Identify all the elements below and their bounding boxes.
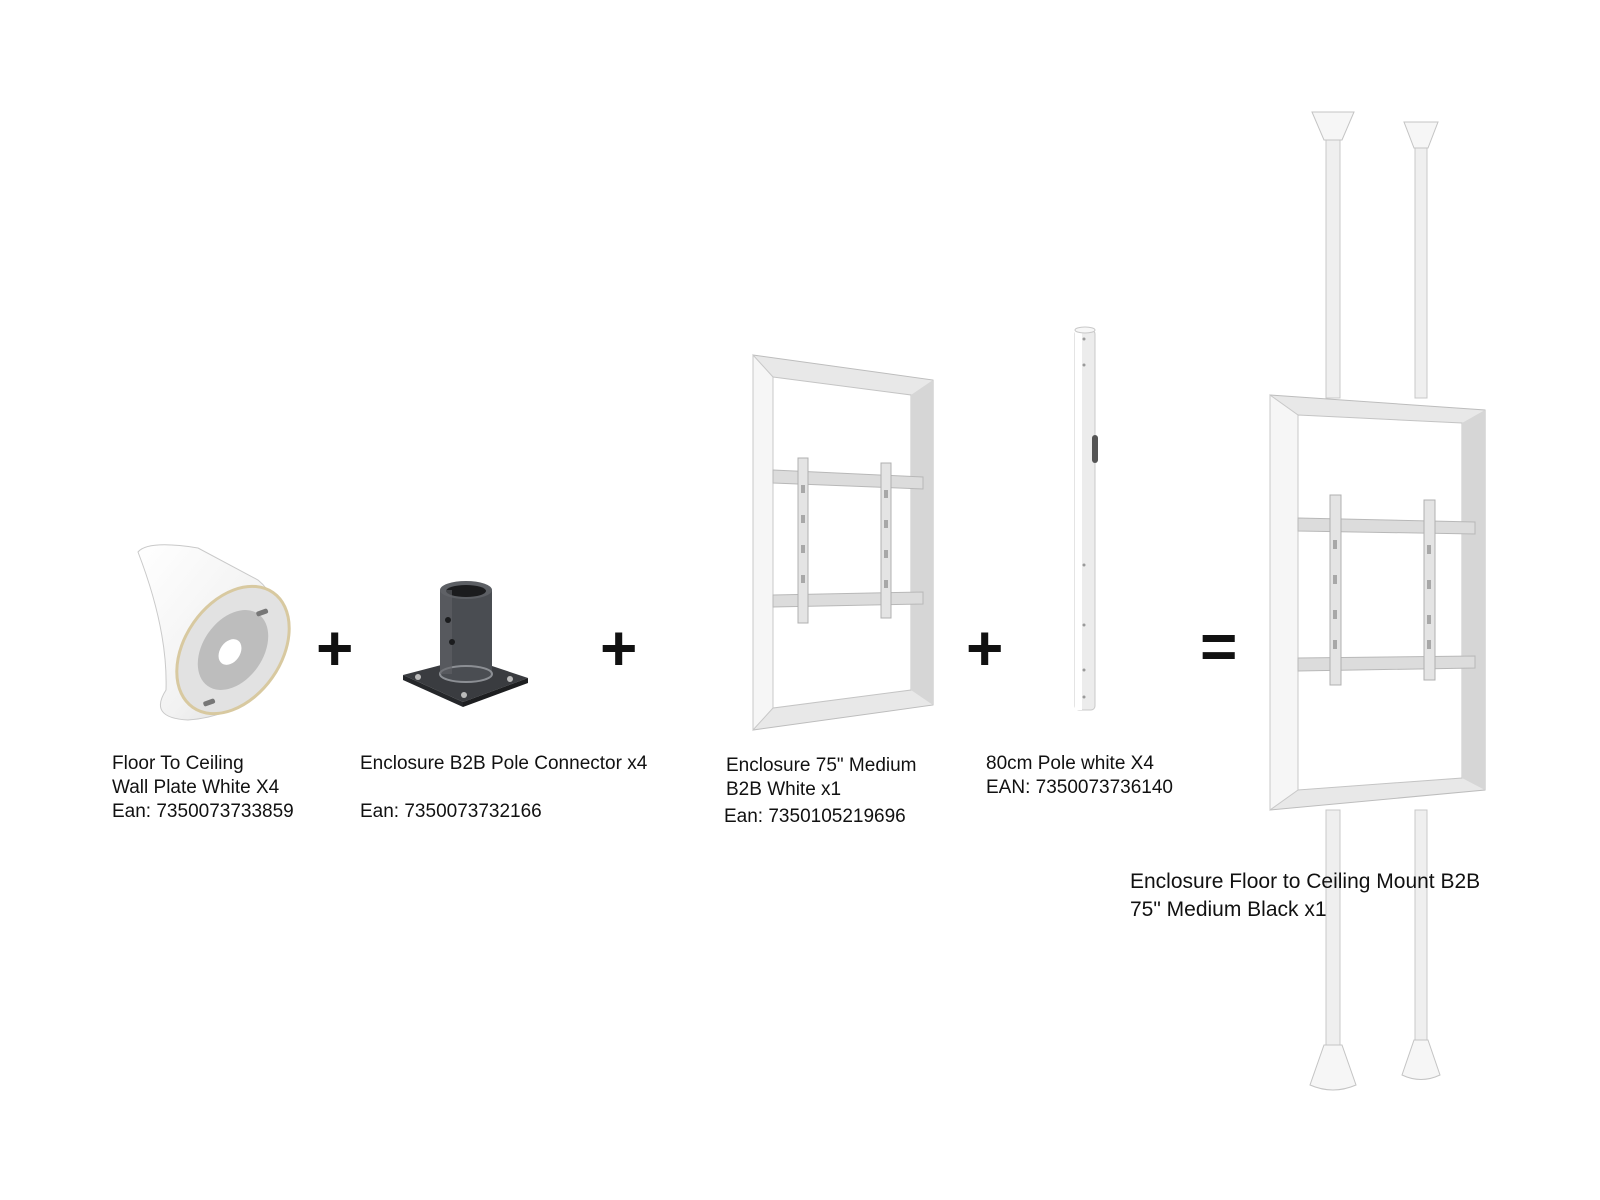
item-name-line1: Enclosure B2B Pole Connector x4 [360,753,648,774]
item-label-pole: 80cm Pole white X4 EAN: 7350073736140 [986,752,1173,800]
item-label-pole-connector: Enclosure B2B Pole Connector x4 Ean: 735… [360,752,647,824]
item-name-line1: Enclosure 75" Medium [726,755,917,776]
item-ean: Ean: 7350105219696 [724,806,906,827]
item-label-wall-plate: Floor To Ceiling Wall Plate White X4 Ean… [112,752,294,824]
item-label-enclosure: Enclosure 75" Medium B2B White x1 Ean: 7… [724,754,917,829]
item-name-line1: Floor To Ceiling [112,753,244,774]
item-name-line2: B2B White x1 [726,779,842,800]
result-name-line1: Enclosure Floor to Ceiling Mount B2B [1130,870,1481,893]
item-ean: EAN: 7350073736140 [986,777,1173,798]
item-name-line2: Wall Plate White X4 [112,777,280,798]
item-ean: Ean: 7350073733859 [112,801,294,822]
pole-image [1074,326,1098,711]
equals-operator: = [1200,610,1238,682]
pole-connector-image [403,581,528,707]
result-label: Enclosure Floor to Ceiling Mount B2B 75"… [1130,868,1480,924]
result-mount-image [1269,111,1486,1091]
plus-operator: + [316,612,354,684]
item-ean: Ean: 7350073732166 [360,801,542,822]
enclosure-frame-image [752,353,934,732]
plus-operator: + [600,612,638,684]
item-name-line1: 80cm Pole white X4 [986,753,1154,774]
blank-line [360,776,647,800]
result-name-line2: 75" Medium Black x1 [1130,898,1327,921]
plus-operator: + [966,612,1004,684]
wall-plate-image [137,544,291,721]
